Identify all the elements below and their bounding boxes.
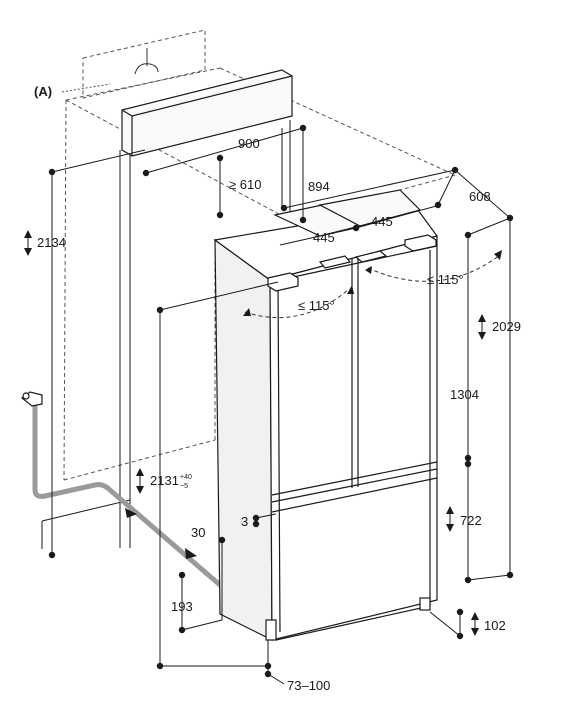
niche-dashed-outline bbox=[63, 29, 456, 481]
dim-niche-width: 900 bbox=[238, 136, 260, 151]
dim-opening-angle-top: ≤ 115° bbox=[427, 272, 464, 287]
dim-door-offset: 73–100 bbox=[287, 678, 330, 693]
door-lines bbox=[269, 245, 438, 641]
swing-arcs bbox=[244, 254, 501, 319]
dim-niche-height-min: 2131 bbox=[150, 473, 179, 488]
dim-gap-3: 3 bbox=[241, 514, 248, 529]
feet bbox=[265, 597, 431, 641]
dim-appliance-height: 2029 bbox=[492, 319, 521, 334]
swing-arrows bbox=[243, 250, 502, 316]
dim-plinth-height: 102 bbox=[484, 618, 506, 633]
dim-tolerance-minus: −5 bbox=[180, 483, 188, 490]
tap-icon bbox=[21, 391, 43, 407]
dim-upper-height: 1304 bbox=[450, 387, 479, 402]
dim-plinth-depth: 193 bbox=[171, 599, 193, 614]
dim-niche-height: 2134 bbox=[37, 235, 66, 250]
dim-gap-30: 30 bbox=[191, 525, 205, 540]
dim-opening-angle-left: ≤ 115° bbox=[298, 298, 335, 313]
callout-label: (A) bbox=[34, 84, 52, 99]
dim-appliance-width: 894 bbox=[308, 179, 330, 194]
door-offset-leader bbox=[267, 673, 285, 685]
water-pipe bbox=[32, 402, 223, 588]
dim-drawer-height: 722 bbox=[460, 513, 482, 528]
dimension-dots bbox=[48, 124, 514, 678]
top-panel bbox=[121, 69, 293, 157]
wall-lines bbox=[41, 120, 291, 549]
refrigerator-body bbox=[213, 189, 439, 641]
hinges bbox=[267, 234, 437, 292]
pipe-arrows bbox=[125, 508, 197, 559]
dimension-arrows bbox=[24, 230, 486, 636]
dim-door-width-left: 445 bbox=[313, 230, 335, 245]
dim-depth-niche: ≥ 610 bbox=[229, 177, 261, 192]
dim-door-width-right: 445 bbox=[371, 214, 393, 229]
callout-leader bbox=[61, 83, 111, 93]
dim-depth-appliance: 608 bbox=[469, 189, 491, 204]
dim-tolerance-plus: +40 bbox=[180, 474, 192, 481]
dimension-lines bbox=[51, 127, 511, 672]
vent-icon bbox=[134, 48, 159, 75]
